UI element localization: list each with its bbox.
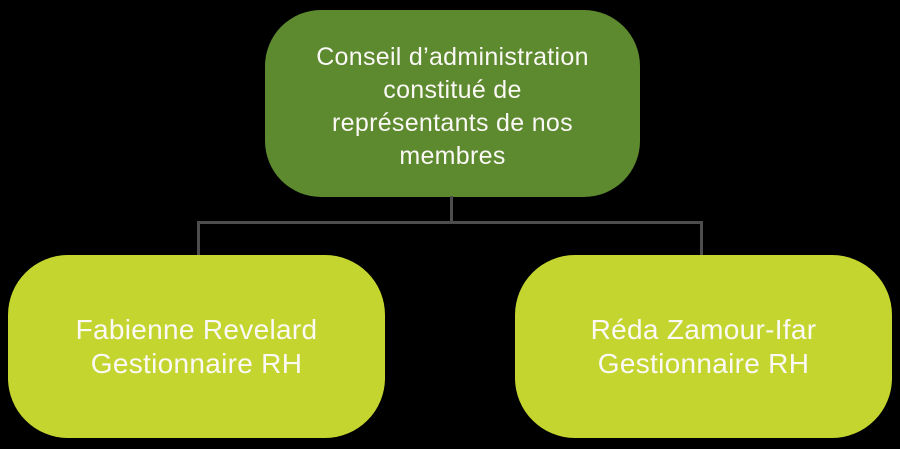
connector-root-stub [450,196,453,224]
person-role: Gestionnaire RH [90,347,303,379]
connector-drop-right [700,221,703,255]
board-label-line-2: constitué de [383,75,522,104]
connector-horizontal-rail [197,221,703,224]
org-node-board: Conseil d’administration constitué de re… [265,10,640,197]
person-name: Réda Zamour-Ifar [590,313,817,345]
board-label-line-1: Conseil d’administration [316,42,589,71]
connector-drop-left [197,221,200,255]
person-role: Gestionnaire RH [597,347,810,379]
org-node-fabienne-revelard: Fabienne Revelard Gestionnaire RH [8,255,385,438]
board-label-line-3: représentants de nos [332,108,573,137]
board-label-line-4: membres [399,141,506,170]
org-node-reda-zamour-ifar: Réda Zamour-Ifar Gestionnaire RH [515,255,892,438]
person-name: Fabienne Revelard [75,313,318,345]
